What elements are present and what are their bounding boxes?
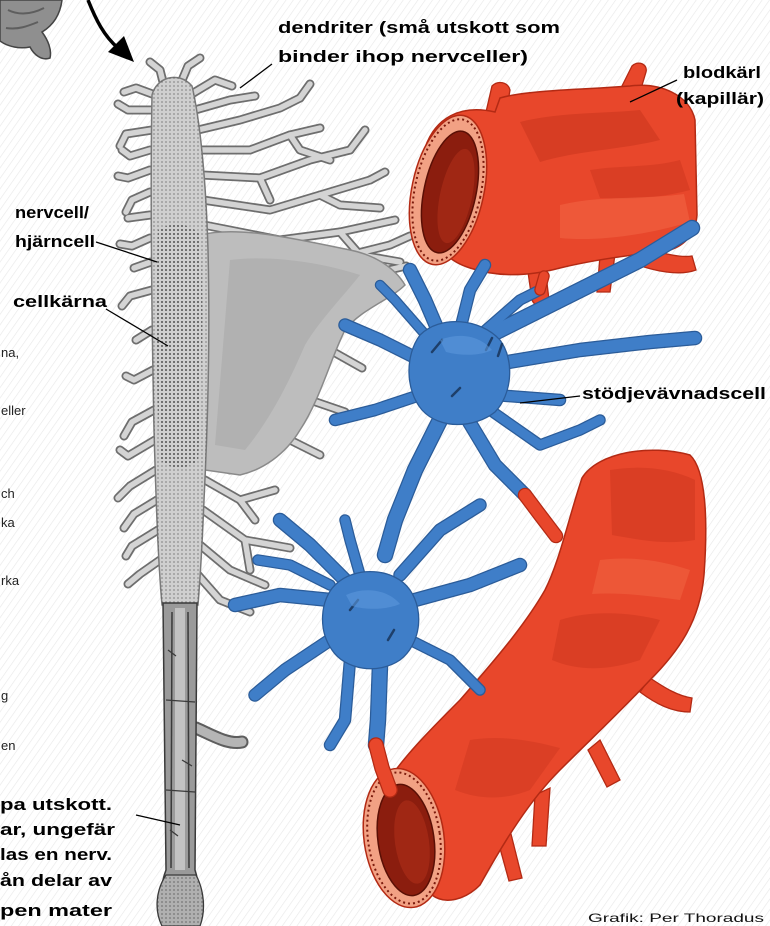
myelin-line-left bbox=[171, 612, 172, 868]
side-text-fragment: ch bbox=[1, 486, 15, 501]
axon-caption-line: pa utskott. bbox=[0, 795, 112, 814]
graphic-credit: Grafik: Per Thoradus bbox=[588, 911, 764, 925]
axon-caption-line: ar, ungefär bbox=[0, 820, 116, 839]
glial-arm bbox=[376, 665, 380, 745]
label-dendrites-line1: dendriter (små utskott som bbox=[278, 18, 560, 37]
side-text-fragment: eller bbox=[1, 403, 26, 418]
side-text-fragment: ka bbox=[1, 515, 16, 530]
glial-cell-body bbox=[323, 572, 419, 669]
label-dendrites-line2: binder ihop nervceller) bbox=[278, 47, 528, 66]
axon-caption-line: las en nerv. bbox=[0, 845, 112, 864]
side-text-fragment: rka bbox=[1, 573, 20, 588]
label-nerve-cell-line1: nervcell/ bbox=[15, 203, 89, 222]
side-text-fragment: na, bbox=[1, 345, 19, 360]
label-nerve-cell-line2: hjärncell bbox=[15, 232, 95, 251]
axon-terminal-texture bbox=[157, 875, 203, 926]
myelin-line-right bbox=[188, 612, 189, 868]
axon-core bbox=[175, 608, 185, 870]
dendrite-branch bbox=[128, 215, 150, 218]
vessel-shading bbox=[610, 468, 695, 542]
label-nucleus: cellkärna bbox=[13, 292, 108, 311]
label-blood-vessel-line1: blodkärl bbox=[683, 63, 761, 82]
axon-caption-line: ån delar av bbox=[0, 871, 113, 890]
label-blood-vessel-line2: (kapillär) bbox=[676, 89, 764, 108]
glial-end-foot bbox=[540, 276, 544, 290]
label-glial-cell: stödjevävnadscell bbox=[582, 384, 766, 403]
axon-caption-line: pen mater bbox=[0, 901, 113, 920]
cell-nucleus bbox=[157, 225, 202, 468]
side-text-fragment: en bbox=[1, 738, 15, 753]
side-text-fragment: g bbox=[1, 688, 8, 703]
